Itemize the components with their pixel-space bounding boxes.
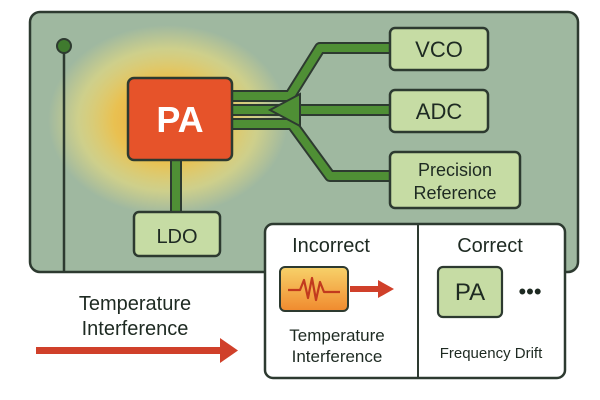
- correct-pa-label: PA: [455, 279, 485, 306]
- antenna-icon: [56, 38, 72, 272]
- vco-module: VCO: [388, 26, 490, 72]
- adc-arrow-head: [267, 92, 301, 128]
- ldo-module: LDO: [132, 210, 222, 258]
- correct-dots: •••: [518, 279, 541, 304]
- correct-title: Correct: [457, 235, 523, 257]
- temperature-interference-line2: Interference: [82, 318, 189, 340]
- pa-label: PA: [156, 99, 203, 140]
- incorrect-caption-line1: Temperature: [289, 326, 384, 345]
- incorrect-caption-line2: Interference: [292, 347, 383, 366]
- vco-label: VCO: [415, 37, 463, 62]
- pa-chip: PA: [126, 76, 234, 162]
- precision-reference-module: Precision Reference: [388, 150, 522, 210]
- comparison-panel: [263, 222, 567, 380]
- ldo-label: LDO: [156, 226, 197, 248]
- temperature-arrow: [36, 338, 238, 363]
- precision-reference-line1: Precision: [418, 160, 492, 180]
- precision-reference-line2: Reference: [413, 183, 496, 203]
- thermal-waveform-icon: [279, 266, 349, 312]
- adc-module: ADC: [388, 88, 490, 134]
- frequency-drift-caption: Frequency Drift: [440, 345, 543, 362]
- temperature-interference-line1: Temperature: [79, 293, 191, 315]
- correct-pa-chip: PA: [436, 265, 504, 319]
- incorrect-title: Incorrect: [292, 235, 370, 257]
- adc-label: ADC: [416, 99, 463, 124]
- incorrect-arrow: [350, 280, 394, 298]
